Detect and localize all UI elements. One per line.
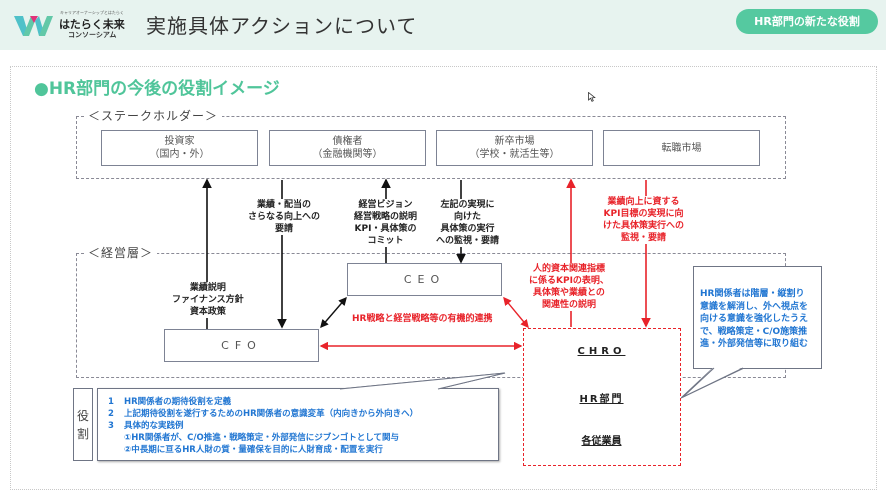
- label-stakeholders-to-ceo: 左記の実現に 向けた 具体策の実行 への監視・要請: [436, 199, 500, 247]
- stakeholder-group-label: ＜ステークホルダー＞: [84, 107, 223, 124]
- callout-line: で、戦略策定・C/O施策推: [700, 326, 808, 337]
- box-line: 転職市場: [661, 142, 702, 154]
- stakeholder-new-grad-market: 新卒市場 （学校・就活生等）: [436, 130, 593, 166]
- callout-line: 進・外部発信等に取り組む: [700, 339, 809, 349]
- label-line: 向けた: [454, 212, 482, 222]
- label-line: 関連性の説明: [541, 300, 596, 310]
- callout-line: 意識を解消し、外へ視点を: [700, 301, 809, 312]
- label-line: 業績説明: [189, 283, 226, 293]
- role-num: 2: [108, 409, 114, 419]
- box-line: 投資家: [164, 136, 195, 147]
- label-hr-strategy-link: HR戦略と経営戦略等の有機的連携: [352, 313, 493, 325]
- side-char: 役: [76, 408, 89, 423]
- label-cfo-to-investors: 業績説明 ファイナンス方針 資本政策: [172, 282, 244, 318]
- role-line-3a: ①HR関係者が、C/O推進・戦略策定・外部発信にジブンゴトとして関与: [124, 431, 399, 443]
- stakeholder-job-change-market: 転職市場: [603, 130, 760, 166]
- roles-callout-tail: [339, 372, 506, 390]
- label-line: 左記の実現に: [440, 200, 495, 210]
- cfo-box: CFO: [164, 329, 319, 362]
- role-line-3b: ②中長期に亘るHR人財の質・量確保を目的に人財育成・配置を実行: [124, 443, 383, 455]
- logo-tagline: キャリアオーナーシップとはたらく: [60, 10, 124, 15]
- label-line: 資本政策: [189, 307, 226, 317]
- arrow-ceo-chro: [503, 296, 529, 329]
- label-chro-to-market: 人的資本関連指標 に係るKPIの表明、 具体策や業績との 関連性の説明: [529, 263, 609, 311]
- role-text: HR関係者の期待役割を定義: [124, 397, 232, 407]
- logo-w-icon: [14, 16, 53, 36]
- box-line: 新卒市場: [494, 136, 535, 147]
- role-num: 3: [108, 421, 114, 431]
- side-char: 割: [76, 426, 89, 441]
- label-line: コミット: [367, 236, 404, 246]
- box-line: （国内・外）: [149, 149, 210, 160]
- logo-name: はたらく未来: [59, 18, 125, 31]
- logo[interactable]: キャリアオーナーシップとはたらく はたらく未来 コンソーシアム: [14, 8, 125, 42]
- label-line: への監視・要請: [436, 236, 500, 246]
- label-market-to-chro: 業績向上に資する KPI目標の実現に向 けた具体策実行への 監視・要請: [603, 196, 685, 244]
- page-title: 実施具体アクションについて: [146, 14, 418, 38]
- callout-line: 向ける意識を強化したうえ: [700, 314, 809, 324]
- label-line: さらなる向上への: [248, 212, 321, 222]
- hr-item-chro: CHRO: [577, 346, 626, 357]
- management-group-label: ＜経営層＞: [84, 244, 158, 261]
- label-creditors-to-cfo: 業績・配当の さらなる向上への 要請: [248, 199, 321, 235]
- hr-item-employees: 各従業員: [581, 436, 622, 447]
- arrow-cfo-ceo: [320, 296, 347, 329]
- label-line: 具体策の実行: [440, 224, 495, 234]
- stakeholder-group: [76, 116, 786, 179]
- box-line: （学校・就活生等）: [469, 149, 560, 160]
- roles-side-label: 役 割: [73, 388, 93, 461]
- label-line: 業績・配当の: [257, 200, 312, 210]
- label-line: 具体策や業績との: [533, 288, 605, 298]
- role-line-3: 3 具体的な実践例: [108, 419, 184, 431]
- roles-box: 1 HR関係者の期待役割を定義 2 上記期待役割を遂行するためのHR関係者の意識変革…: [97, 388, 499, 461]
- right-callout-text: HR関係者は階層・縦割り 意識を解消し、外へ視点を 向ける意識を強化したうえ で…: [700, 288, 808, 351]
- box-line: （金融機関等）: [312, 149, 383, 160]
- role-num: 1: [108, 397, 114, 407]
- role-text: 具体的な実践例: [124, 421, 184, 431]
- callout-line: HR関係者は階層・縦割り: [700, 289, 805, 299]
- role-text: 上記期待役割を遂行するためのHR関係者の意識変革（内向きから外向きへ）: [124, 409, 419, 419]
- content-frame: [10, 66, 877, 490]
- label-line: KPI・具体策の: [354, 224, 417, 234]
- ceo-box: CEO: [347, 263, 502, 296]
- label-line: 要請: [275, 224, 294, 234]
- section-title: ●HR部門の今後の役割イメージ: [34, 79, 280, 99]
- right-callout-box: [693, 266, 822, 369]
- label-line: KPI目標の実現に向: [603, 209, 684, 219]
- label-ceo-to-stakeholders: 経営ビジョン 経営戦略の説明 KPI・具体策の コミット: [354, 199, 418, 247]
- role-line-2: 2 上記期待役割を遂行するためのHR関係者の意識変革（内向きから外向きへ）: [108, 407, 418, 419]
- label-line: 人的資本関連指標: [532, 264, 605, 274]
- hr-unit-box: CHRO HR部門 各従業員: [523, 328, 681, 466]
- section-tag[interactable]: HR部門の新たな役割: [736, 9, 878, 34]
- label-line: ファイナンス方針: [172, 295, 244, 305]
- label-line: けた具体策実行への: [603, 221, 685, 231]
- label-line: 業績向上に資する: [607, 197, 680, 207]
- role-text: ②中長期に亘るHR人財の質・量確保を目的に人財育成・配置を実行: [124, 445, 383, 455]
- role-text: ①HR関係者が、C/O推進・戦略策定・外部発信にジブンゴトとして関与: [124, 433, 400, 443]
- stakeholder-creditors: 債権者 （金融機関等）: [269, 130, 426, 166]
- cfo-label: CFO: [221, 339, 262, 352]
- label-line: 監視・要請: [621, 233, 667, 243]
- right-callout-tail: [680, 367, 745, 399]
- role-line-1: 1 HR関係者の期待役割を定義: [108, 395, 231, 407]
- box-line: 債権者: [332, 136, 363, 147]
- ceo-label: CEO: [403, 273, 446, 286]
- label-line: 経営戦略の説明: [354, 212, 418, 222]
- label-line: 経営ビジョン: [358, 200, 413, 210]
- label-line: に係るKPIの表明、: [529, 276, 609, 286]
- logo-sub: コンソーシアム: [68, 31, 117, 39]
- header-bar: キャリアオーナーシップとはたらく はたらく未来 コンソーシアム 実施具体アクショ…: [0, 0, 886, 50]
- mouse-cursor-icon: [588, 92, 596, 102]
- hr-item-hr-dept: HR部門: [579, 394, 624, 405]
- stakeholder-investors: 投資家 （国内・外）: [101, 130, 258, 166]
